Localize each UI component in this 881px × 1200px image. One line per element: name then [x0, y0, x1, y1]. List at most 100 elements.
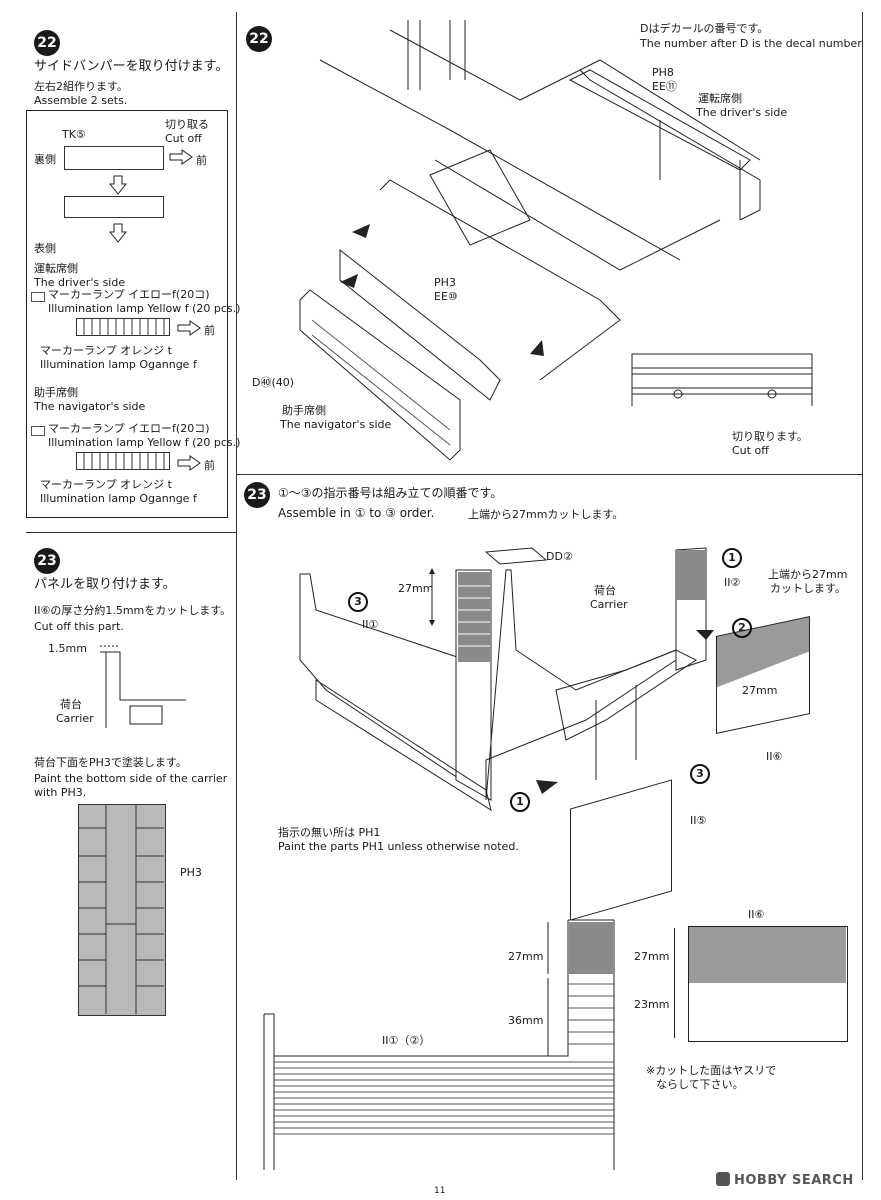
row-divider — [236, 474, 862, 475]
bumper-back-part — [64, 146, 164, 170]
front-arrow-label-2: 前 — [204, 324, 215, 337]
cut-off-en: Cut off — [732, 444, 769, 457]
assemble-jp: 左右2組作ります。 — [34, 80, 128, 93]
ee10-label: EE⑩ — [434, 290, 458, 303]
ii6-bottom-label: II⑥ — [748, 908, 765, 921]
navigator-jp-right: 助手席側 — [282, 404, 326, 417]
carrier-jp-right: 荷台 — [594, 584, 616, 597]
page-number: 11 — [434, 1186, 446, 1196]
bumper-cut-detail — [631, 353, 813, 406]
bumper-instructions-box — [26, 110, 228, 518]
cut27-top-label: 上端から27mmカットします。 — [468, 508, 624, 521]
front-arrow-label-3: 前 — [204, 459, 215, 472]
decal-jp: Dはデカールの番号です。 — [640, 22, 769, 35]
yellow-jp-2: マーカーランプ イエローf(20コ) — [48, 422, 210, 435]
yellow-en-2: Illumination lamp Yellow f (20 pcs.) — [48, 436, 241, 449]
arrow-down-icon — [108, 223, 128, 243]
front-arrow-label-1: 前 — [196, 154, 207, 167]
dim-1-5mm: 1.5mm — [48, 642, 87, 655]
cut-note-en: Cut off this part. — [34, 620, 124, 633]
left-col-bottom-rule — [26, 532, 236, 533]
arrow-right-icon — [177, 455, 201, 471]
part-label-tk5: TK⑤ — [62, 128, 86, 141]
cut-en: Cut off — [165, 132, 202, 145]
ph3-label-right: PH3 — [434, 276, 456, 289]
file-note-1: ※カットした面はヤスリで — [646, 1064, 777, 1077]
carrier-bottom-grid — [78, 804, 164, 1014]
cut27-side-jp-1: 上端から27mm — [768, 568, 848, 581]
panel-ii6-painted-area — [689, 927, 846, 983]
circle-2-icon: 2 — [732, 618, 752, 638]
circle-3-left-icon: 3 — [348, 592, 368, 612]
ee11-label: EE⑪ — [652, 80, 677, 93]
ii1-2-label: II①（②） — [382, 1034, 431, 1047]
ii5-label: II⑤ — [690, 814, 707, 827]
watermark-text: HOBBY SEARCH — [734, 1173, 854, 1188]
watermark-icon — [716, 1172, 730, 1186]
paint-en: Paint the bottom side of the carrier — [34, 772, 228, 785]
panel-ii1-cut-drawing — [263, 919, 615, 1170]
step23-title: パネルを取り付けます。 — [34, 577, 176, 592]
ii2-label: II② — [724, 576, 741, 589]
ii1-label: II① — [362, 618, 379, 631]
carrier-en-left: Carrier — [56, 712, 94, 725]
dim36-bottom: 36mm — [508, 1014, 544, 1027]
orange-en-2: Illumination lamp Ogannge f — [40, 492, 197, 505]
carrier-assembly-drawing — [299, 547, 714, 812]
dim23-bottom: 23mm — [634, 998, 670, 1011]
chassis-frame-drawing — [299, 20, 761, 461]
circle-3-bottom-icon: 3 — [690, 764, 710, 784]
carrier-cut-detail — [100, 645, 186, 728]
step22-title: サイドバンパーを取り付けます。 — [34, 59, 229, 74]
paint-label-ph3: PH3 — [180, 866, 202, 879]
carrier-jp-left: 荷台 — [60, 698, 82, 711]
arrow-down-icon — [108, 175, 128, 195]
step22-badge: 22 — [34, 30, 60, 56]
orange-jp-1: マーカーランプ オレンジ t — [40, 344, 172, 357]
driver-en: The driver's side — [34, 276, 126, 289]
watermark-logo: HOBBY SEARCH — [716, 1172, 854, 1188]
cut-note-jp: II⑥の厚さ分約1.5mmをカットします。 — [34, 604, 232, 617]
back-side-label: 裏側 — [34, 153, 56, 166]
yellow-swatch-icon — [31, 292, 45, 302]
assemble-en: Assemble 2 sets. — [34, 94, 128, 107]
panel-ii6-drawing — [716, 616, 810, 734]
column-divider — [236, 12, 237, 1180]
navigator-jp: 助手席側 — [34, 386, 78, 399]
decal40-label: D㊵(40) — [252, 376, 295, 389]
step22-badge-right: 22 — [246, 26, 272, 52]
paint-note-en: Paint the parts PH1 unless otherwise not… — [278, 840, 519, 853]
bumper-cut-part — [64, 196, 164, 218]
right-border — [862, 12, 863, 1180]
decal-en: The number after D is the decal number. — [640, 37, 865, 50]
cut-off-jp: 切り取ります。 — [732, 430, 808, 443]
driver-jp: 運転席側 — [34, 262, 78, 275]
arrow-right-icon — [177, 320, 201, 336]
dim27-side: 27mm — [742, 684, 778, 697]
order-en: Assemble in ① to ③ order. — [278, 506, 435, 520]
driver-en-right: The driver's side — [696, 106, 788, 119]
file-note-2: ならして下さい。 — [656, 1078, 744, 1091]
orange-en-1: Illumination lamp Ogannge f — [40, 358, 197, 371]
circle-1-top-icon: 1 — [722, 548, 742, 568]
bumper-lamp-row-2 — [76, 452, 170, 470]
circle-1-bottom-icon: 1 — [510, 792, 530, 812]
bumper-lamp-row-1 — [76, 318, 170, 336]
cut-jp: 切り取る — [165, 118, 209, 131]
paint-en-2: with PH3. — [34, 786, 87, 799]
step23-badge-left: 23 — [34, 548, 60, 574]
dim27-bottom-b: 27mm — [634, 950, 670, 963]
panel-ii6-cut-drawing — [688, 926, 848, 1042]
front-side-label: 表側 — [34, 242, 56, 255]
dim27-bottom-a: 27mm — [508, 950, 544, 963]
navigator-en: The navigator's side — [34, 400, 146, 413]
ii6-label: II⑥ — [766, 750, 783, 763]
arrow-right-icon — [169, 149, 193, 165]
dd2-label: DD② — [546, 550, 573, 563]
paint-note-jp: 指示の無い所は PH1 — [278, 826, 381, 839]
driver-jp-right: 運転席側 — [698, 92, 742, 105]
yellow-en-1: Illumination lamp Yellow f (20 pcs.) — [48, 302, 241, 315]
dim27-label: 27mm — [398, 582, 434, 595]
yellow-jp-1: マーカーランプ イエローf(20コ) — [48, 288, 210, 301]
carrier-bottom-painted — [78, 804, 166, 1016]
